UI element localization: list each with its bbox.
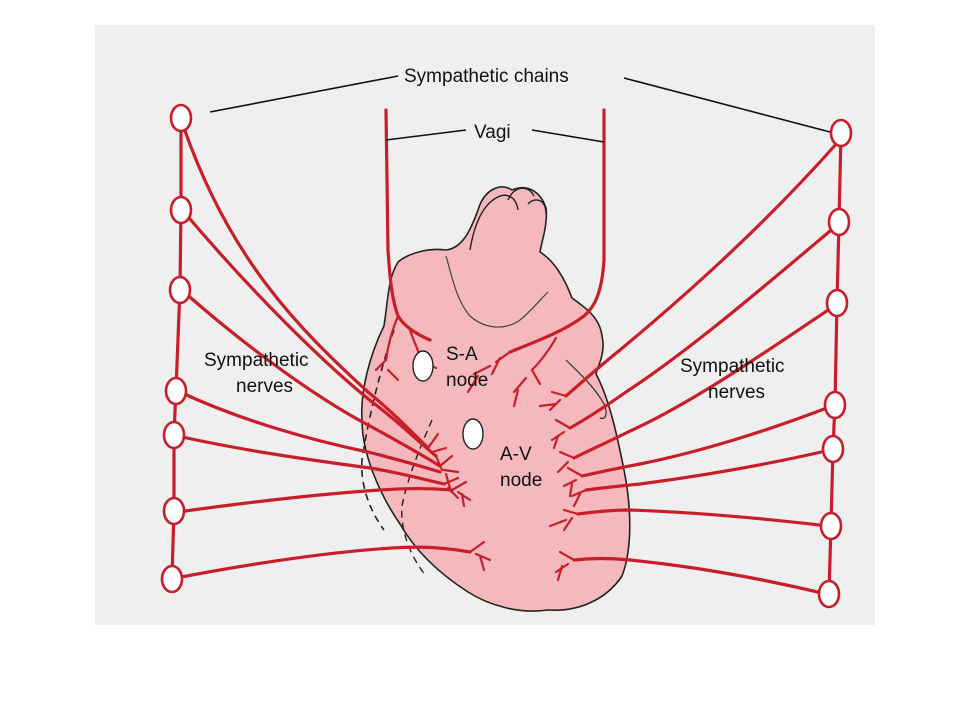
nerve-branch bbox=[538, 390, 568, 412]
nerve-branch bbox=[562, 466, 584, 498]
left-nerve-2 bbox=[182, 210, 438, 458]
left-nerve-3 bbox=[182, 290, 442, 468]
sympathetic-chains-leader-left bbox=[623, 77, 831, 133]
av-node-label-line2: node bbox=[500, 470, 542, 491]
sa-node-label-line2: node bbox=[446, 370, 488, 391]
av-node bbox=[462, 418, 484, 450]
left-nerve-4 bbox=[178, 390, 442, 474]
left-nerve-5 bbox=[176, 434, 446, 486]
left-ganglion bbox=[168, 275, 192, 305]
leader-lines bbox=[209, 75, 831, 143]
nerve-branch bbox=[556, 450, 576, 474]
septum-dashed-line bbox=[361, 329, 395, 531]
left-sympathetic-chain bbox=[160, 103, 472, 594]
left-ganglion bbox=[164, 376, 188, 406]
vagus-branch bbox=[384, 314, 400, 362]
nerve-branch bbox=[426, 432, 448, 472]
aorta-outline bbox=[469, 187, 547, 251]
left-nerves-label-line1: Sympathetic bbox=[204, 350, 309, 371]
sa-node-label-line1: S-A bbox=[446, 344, 478, 365]
nerve-branch bbox=[442, 476, 460, 500]
sympathetic-chains-label: Sympathetic chains bbox=[404, 66, 569, 87]
pulmonary-trunk bbox=[445, 255, 549, 328]
right-nerves-label-line1: Sympathetic bbox=[680, 356, 785, 377]
right-nerve-5 bbox=[584, 448, 832, 492]
vagi-leader-left bbox=[385, 129, 467, 141]
left-nerve-6 bbox=[176, 486, 454, 514]
left-ganglion bbox=[160, 564, 184, 594]
cardiac-nerve-branches bbox=[374, 350, 588, 582]
vagus-nerves bbox=[384, 108, 606, 372]
av-node-label-line1: A-V bbox=[500, 444, 532, 465]
vagus-branch bbox=[530, 336, 558, 372]
left-ganglion bbox=[162, 496, 186, 526]
nerve-branch bbox=[374, 358, 400, 382]
right-nerve-4 bbox=[580, 404, 834, 478]
nerve-branch bbox=[450, 480, 472, 508]
nerve-branch bbox=[548, 508, 580, 532]
right-nerve-2 bbox=[568, 224, 838, 430]
left-nerve-7 bbox=[174, 545, 472, 580]
right-nerve-7 bbox=[572, 556, 828, 596]
vagi-label: Vagi bbox=[474, 122, 511, 143]
nerve-branch bbox=[570, 488, 588, 508]
left-nerves-label-line2: nerves bbox=[236, 376, 293, 397]
right-nerve-1 bbox=[564, 140, 840, 398]
right-ganglion bbox=[827, 207, 851, 237]
nerve-branch bbox=[466, 350, 512, 394]
right-ganglion bbox=[829, 118, 853, 148]
right-nerve-6 bbox=[576, 508, 830, 528]
nerve-branch bbox=[550, 418, 572, 450]
nerve-branch bbox=[438, 454, 460, 490]
vagi-leader-right bbox=[531, 129, 605, 143]
nerve-branch bbox=[468, 540, 492, 572]
sa-node bbox=[412, 350, 434, 382]
right-ganglion bbox=[821, 434, 845, 464]
right-sympathetic-chain bbox=[564, 118, 853, 609]
nerve-branch bbox=[554, 550, 576, 582]
right-ganglion bbox=[825, 288, 849, 318]
left-ganglion bbox=[169, 103, 193, 133]
heart-outline bbox=[361, 186, 631, 612]
right-vagus-nerve bbox=[508, 108, 606, 354]
right-atrium-line bbox=[565, 359, 607, 419]
sympathetic-chains-leader-right bbox=[209, 75, 399, 113]
nerve-branch bbox=[512, 368, 542, 408]
right-nerve-3 bbox=[572, 304, 836, 460]
right-nerves-label-line2: nerves bbox=[708, 382, 765, 403]
right-ganglion bbox=[817, 579, 841, 609]
right-ganglion bbox=[823, 390, 847, 420]
right-ganglion bbox=[819, 511, 843, 541]
left-ganglion bbox=[169, 195, 193, 225]
left-nerve-1 bbox=[182, 126, 430, 450]
left-ganglion bbox=[162, 420, 186, 450]
